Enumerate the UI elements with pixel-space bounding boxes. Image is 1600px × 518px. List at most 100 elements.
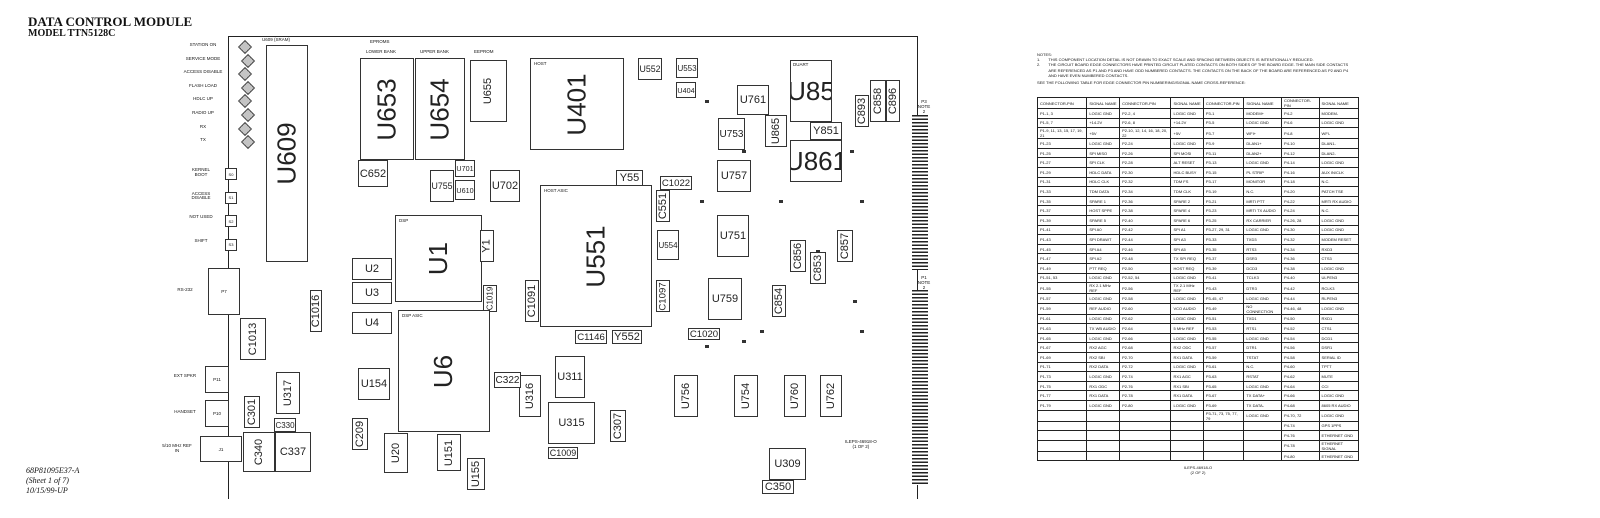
component-u551: U551 [540, 185, 652, 327]
component-label: C856 [792, 242, 805, 270]
connector-pin-cell: P4-42 [1281, 282, 1320, 295]
smd-component-icon [760, 330, 764, 333]
signal-name-cell: TX 2.1 MHz REF [1170, 282, 1204, 295]
component-u404: U404 [676, 82, 696, 98]
column-header: SIGNAL NAME [1170, 97, 1204, 109]
component-label: C893 [856, 97, 869, 125]
component-label: C350 [764, 481, 792, 493]
component-c307: C307 [610, 410, 626, 442]
connector-pin-cell: P3-21 [1202, 195, 1245, 207]
connector-p10: P10 [205, 400, 229, 427]
signal-name-cell: CTS1 [1318, 323, 1360, 334]
signal-name-cell: RX 2.1 MHz REF [1086, 282, 1121, 295]
switch-label: ACCESS DISABLE [191, 190, 211, 201]
connector-pin-cell: P1-39 [1036, 214, 1088, 226]
component-label: C1016 [310, 294, 322, 328]
component-label: U757 [720, 170, 748, 182]
signal-name-cell: RX1 DATA [1170, 352, 1204, 363]
signal-name-cell: AUX IN/CLK [1318, 166, 1360, 178]
connector-pin-cell: P4-30 [1281, 224, 1320, 236]
switch-s0[interactable]: S0 [225, 168, 237, 180]
section-label-eproms: EPROMS [370, 39, 390, 44]
connector-pin-cell: P3-25 [1202, 214, 1245, 226]
signal-name-cell: LOGIC GND [1243, 380, 1283, 392]
connector-pin-cell: P1-33 [1036, 186, 1088, 197]
signal-name-cell: DLAN2- [1318, 147, 1360, 159]
component-c340: C340 [243, 432, 275, 472]
column-header: CONNECTOR-PIN [1202, 97, 1245, 109]
signal-name-cell: HOST REQ [1170, 262, 1204, 274]
smd-component-icon [850, 150, 854, 153]
connector-pin-cell: P4-8 [1281, 127, 1320, 140]
signal-name-cell: MUTE [1318, 371, 1360, 382]
connector-pin-cell: P4-16 [1281, 166, 1320, 178]
component-label: C652 [359, 167, 387, 180]
connector-pin-cell [1036, 430, 1088, 441]
signal-name-cell: PL STRIP [1243, 166, 1283, 178]
smd-component-icon [742, 340, 746, 343]
section-label-lower-bank: LOWER BANK [366, 49, 397, 54]
connector-pin-cell: P2-64 [1119, 323, 1172, 334]
signal-name-cell: +5V [1086, 127, 1121, 140]
signal-name-cell: SPI A4 [1086, 243, 1121, 255]
switch-s3[interactable]: S3 [225, 238, 237, 251]
connector-pin-cell: P1-71 [1036, 361, 1088, 373]
signal-name-cell: +14.2V [1170, 117, 1204, 129]
connector-pin-cell: P1-37 [1036, 205, 1088, 216]
switch-s1[interactable]: S1 [225, 191, 237, 204]
signal-name-cell: VCO AUDIO [1170, 302, 1204, 315]
note-text: THE CIRCUIT BOARD EDGE CONNECTORS HAVE P… [1048, 62, 1349, 78]
component-label: U756 [680, 382, 693, 410]
signal-name-cell: RX2 AGC [1086, 342, 1121, 354]
connector-pin-cell: P3-53 [1202, 323, 1245, 334]
component-c857: C857 [837, 230, 853, 262]
connector-pin-cell: P2-10, 12, 14, 16, 18, 20, 22 [1119, 127, 1172, 140]
connector-pin-cell: P3-61 [1202, 361, 1245, 373]
signal-name-cell: DLAN1+ [1243, 138, 1283, 149]
connector-pin-cell: P2-26 [1119, 147, 1172, 159]
p1-label: P1 NOTE 2 [917, 275, 931, 290]
signal-name-cell: RX2 SBI [1086, 352, 1121, 363]
signal-name-cell: TDM DATA [1086, 186, 1121, 197]
column-header: SIGNAL NAME [1243, 97, 1283, 109]
smd-component-icon [705, 100, 709, 103]
component-y55: Y55 [616, 170, 643, 186]
signal-name-cell: PTT REQ [1086, 262, 1121, 274]
switch-s2[interactable]: S2 [225, 215, 237, 227]
signal-name-cell: MRTI TX AUDIO [1243, 205, 1283, 216]
component-u1: U1 [395, 215, 482, 302]
signal-name-cell: ULPEN3 [1318, 272, 1360, 284]
component-u759: U759 [708, 278, 742, 320]
component-label: U4 [364, 317, 380, 329]
part-number: 68P81095E37-A [26, 466, 80, 475]
signal-name-cell: SPI A2 [1086, 253, 1121, 264]
connector-pin-cell: P1-59 [1036, 302, 1088, 315]
signal-name-cell: DSR1 [1318, 342, 1360, 354]
signal-name-cell: MRTI RX AUDIO [1318, 195, 1360, 207]
signal-name-cell: RX CARRIER [1243, 214, 1283, 226]
notes-heading: NOTES: [1037, 52, 1052, 57]
component-label: C337 [279, 446, 307, 458]
signal-name-cell: LOGIC GND [1086, 272, 1121, 284]
section-label-upper-bank: UPPER BANK [420, 49, 450, 54]
connector-pin-cell: P2-66 [1119, 332, 1172, 344]
sheet-number: (Sheet 1 of 7) [26, 476, 69, 485]
smd-component-icon [700, 200, 704, 203]
connector-pin-cell: P4-34 [1281, 243, 1320, 255]
connector-pin-cell: P1-51, 53 [1036, 272, 1088, 284]
connector-pin-cell: P4-36 [1281, 253, 1320, 264]
connector-pin-cell: P1-69 [1036, 352, 1088, 363]
smd-component-icon [860, 200, 864, 203]
connector-pin-cell: P1-23 [1036, 138, 1088, 149]
connector-pin-cell: P3-55 [1202, 332, 1245, 344]
signal-name-cell: SPARE 4 [1170, 205, 1204, 216]
connector-pin-cell: P2-46 [1119, 243, 1172, 255]
component-u760: U760 [784, 375, 806, 417]
signal-name-cell: LOGIC GND [1243, 293, 1283, 304]
